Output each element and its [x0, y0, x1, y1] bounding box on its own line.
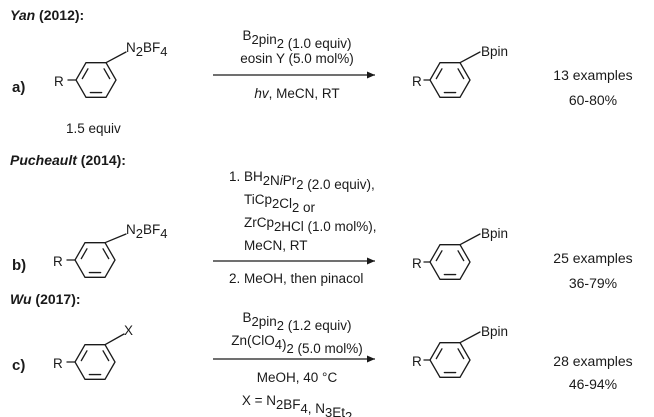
yield-range-a: 60-80% — [569, 92, 617, 108]
label-a: a) — [12, 79, 25, 96]
substituent-r: R — [54, 74, 64, 89]
svg-text:R: R — [53, 356, 63, 371]
benzene-ring — [429, 342, 471, 378]
condition-line: hv, MeCN, RT — [254, 86, 339, 101]
condition-line: 2. MeOH, then pinacol — [229, 271, 363, 286]
condition-line: X = N2BF4, N3Et2 — [242, 393, 352, 417]
benzene-ring — [429, 244, 471, 280]
header-pucheault: Pucheault (2014): — [10, 152, 126, 168]
bpin-group: Bpin — [481, 44, 508, 59]
examples-count-c: 28 examples — [553, 353, 632, 369]
svg-text:R: R — [412, 354, 422, 369]
label-c: c) — [12, 357, 25, 374]
conditions-a: B2pin2 (1.0 equiv) eosin Y (5.0 mol%) hv… — [240, 28, 354, 101]
reactant-b-benzene: R N2BF4 — [53, 222, 167, 278]
examples-count-a: 13 examples — [553, 67, 632, 83]
bpin-group: Bpin — [481, 324, 508, 339]
product-a-benzene: R Bpin — [412, 44, 508, 98]
condition-line: TiCp2Cl2 or — [244, 192, 315, 215]
condition-line: eosin Y (5.0 mol%) — [240, 51, 354, 66]
header-wu: Wu (2017): — [10, 291, 81, 307]
benzene-ring — [74, 344, 116, 380]
header-yan: Yan (2012): — [10, 7, 84, 23]
examples-count-b: 25 examples — [553, 250, 632, 266]
condition-line: MeCN, RT — [244, 238, 308, 253]
reactant-a-benzene: R N2BF4 — [54, 40, 167, 98]
reaction-arrow-c — [213, 355, 375, 363]
condition-line: MeOH, 40 °C — [257, 370, 338, 385]
diazonium-group: N2BF4 — [126, 40, 167, 59]
product-b-benzene: R Bpin — [412, 226, 508, 280]
yield-range-c: 46-94% — [569, 376, 617, 392]
benzene-ring — [75, 62, 117, 98]
condition-line: ZrCp2HCl (1.0 mol%), — [244, 215, 377, 234]
label-b: b) — [12, 257, 26, 274]
reactant-equiv: 1.5 equiv — [66, 121, 121, 136]
yield-range-b: 36-79% — [569, 275, 617, 291]
reaction-arrow-a — [213, 71, 375, 79]
benzene-ring — [74, 242, 116, 278]
svg-text:R: R — [412, 74, 422, 89]
leaving-group-x: X — [124, 323, 133, 338]
svg-text:R: R — [412, 256, 422, 271]
svg-text:R: R — [53, 254, 63, 269]
conditions-c: B2pin2 (1.2 equiv) Zn(ClO4)2 (5.0 mol%) … — [231, 310, 363, 417]
condition-line: B2pin2 (1.2 equiv) — [242, 310, 351, 333]
condition-line: 1. BH2NiPr2 (2.0 equiv), — [229, 169, 375, 192]
diazonium-group: N2BF4 — [126, 222, 167, 241]
bpin-group: Bpin — [481, 226, 508, 241]
reactant-c-benzene: R X — [53, 323, 133, 380]
conditions-b: 1. BH2NiPr2 (2.0 equiv), TiCp2Cl2 or ZrC… — [229, 169, 377, 286]
condition-line: Zn(ClO4)2 (5.0 mol%) — [231, 333, 363, 356]
reaction-arrow-b — [213, 257, 375, 265]
benzene-ring — [429, 62, 471, 98]
product-c-benzene: R Bpin — [412, 324, 508, 378]
condition-line: B2pin2 (1.0 equiv) — [242, 28, 351, 51]
